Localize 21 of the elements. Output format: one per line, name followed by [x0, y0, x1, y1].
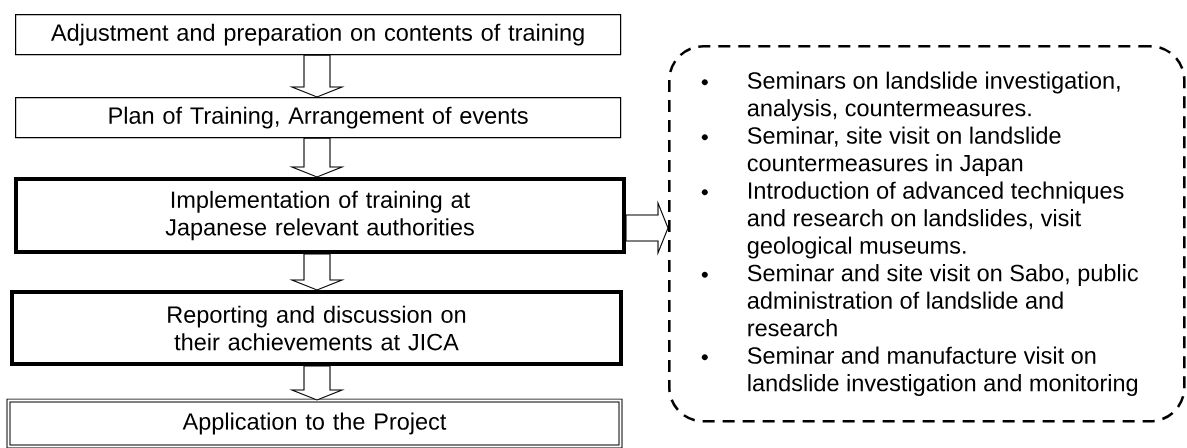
bullet-text: Introduction of advanced techniques and research on landslides, visit geological museums.: [747, 181, 1124, 259]
box-text: Adjustment and preparation on contents of training: [51, 23, 584, 46]
block-arrow: [625, 200, 669, 256]
bullet-text: Seminar and site visit on Sabo, public administration of landslide and research: [747, 264, 1138, 337]
block-arrow: [289, 137, 345, 178]
process-box: [15, 97, 622, 139]
dashed-callout-box: [668, 45, 1186, 423]
process-box: [15, 14, 622, 56]
bullet-text: Seminars on landslide investigation, analysis, countermeasures.: [747, 71, 1120, 121]
process-box: [6, 398, 623, 448]
box-text: Plan of Training, Arrangement of events: [109, 106, 528, 129]
box-text: Implementation of training at Japanese relevant authorities: [165, 190, 474, 241]
bullet-text: Seminar, site visit on landslide countermeasures in Japan: [747, 126, 1061, 176]
process-box: [14, 177, 626, 254]
block-arrow: [289, 54, 345, 98]
bullet-text: Seminar and manufacture visit on landslide investigation and monitoring: [747, 346, 1138, 396]
process-box: [10, 290, 623, 366]
box-text: Application to the Project: [182, 412, 447, 435]
block-arrow: [289, 365, 345, 401]
box-text: Reporting and discussion on their achievements at JICA: [168, 305, 466, 351]
block-arrow: [289, 253, 345, 291]
